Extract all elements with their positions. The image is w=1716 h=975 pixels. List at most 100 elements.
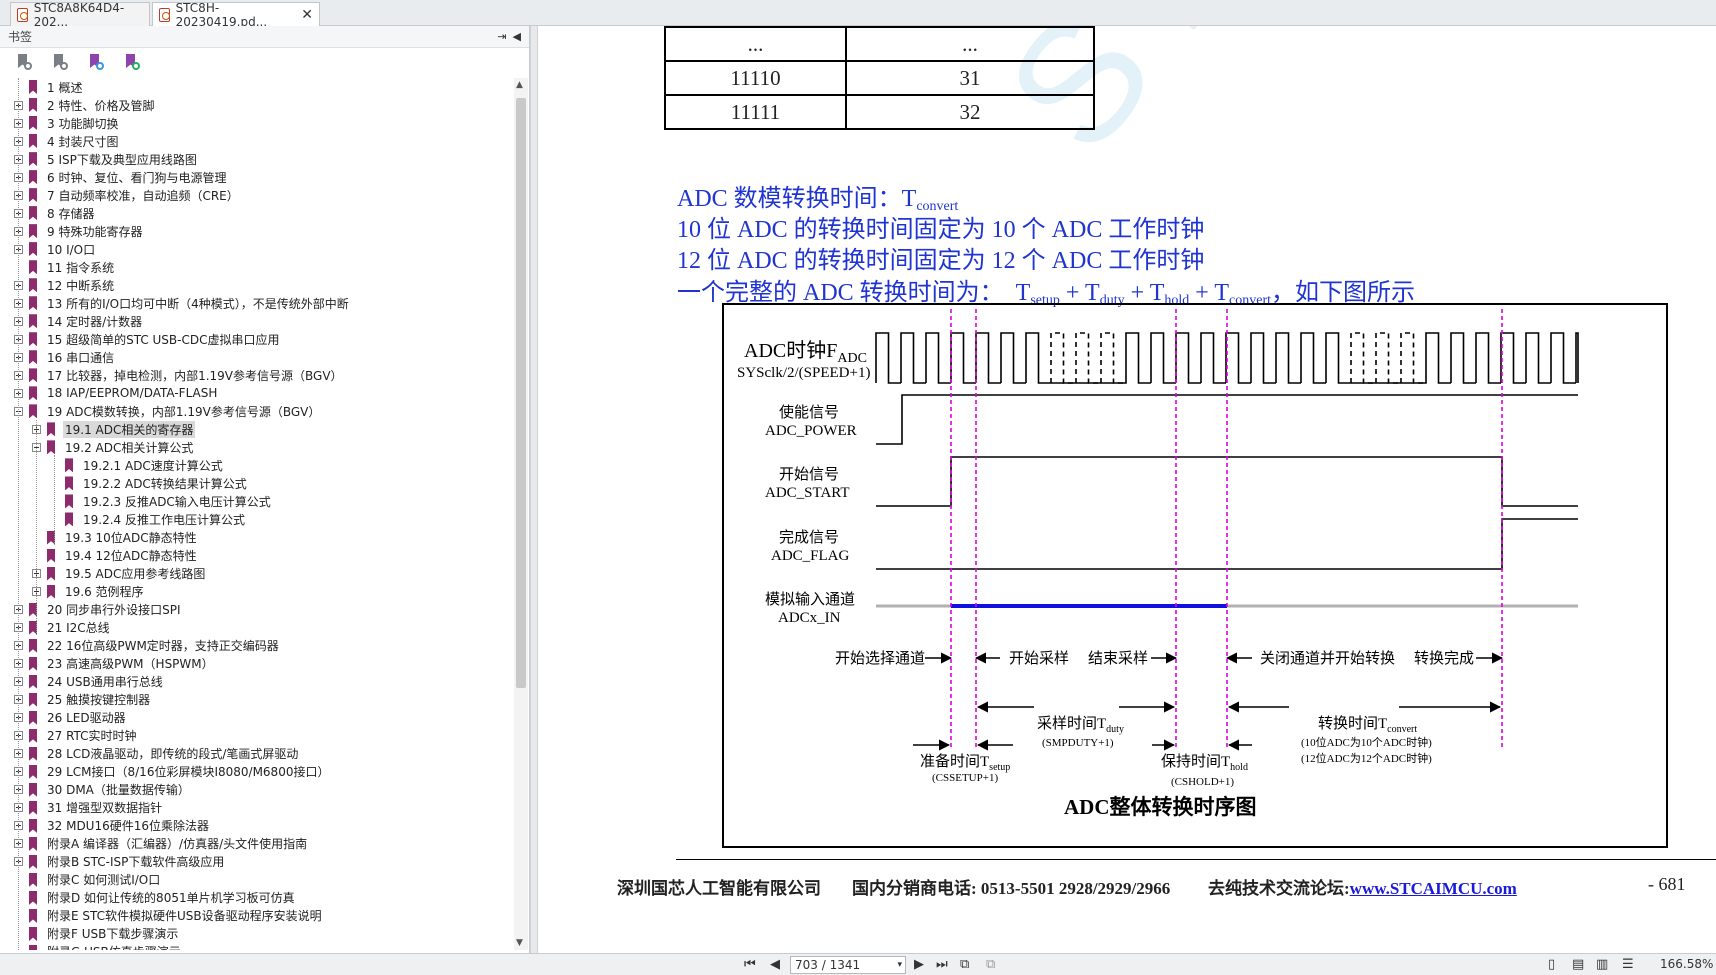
- scroll-up-icon[interactable]: ▲: [516, 80, 523, 90]
- float-panel-icon[interactable]: ⇥: [497, 30, 507, 43]
- bookmark-item[interactable]: 附录A 编译器（汇编器）/仿真器/头文件使用指南: [14, 835, 309, 853]
- bookmark-item[interactable]: 18 IAP/EEPROM/DATA-FLASH: [14, 384, 219, 402]
- bookmark-item[interactable]: 16 串口通信: [14, 348, 116, 366]
- previous-page-icon[interactable]: ◀: [770, 957, 780, 972]
- bookmark-item[interactable]: 3 功能脚切换: [14, 114, 120, 132]
- bookmark-item[interactable]: 32 MDU16硬件16位乘除法器: [14, 817, 211, 835]
- close-tab-icon[interactable]: ✕: [301, 7, 313, 23]
- panel-splitter[interactable]: [530, 26, 538, 953]
- bookmark-item[interactable]: 17 比较器，掉电检测，内部1.19V参考信号源（BGV）: [14, 366, 345, 384]
- bookmark-item[interactable]: 13 所有的I/O口均可中断（4种模式），不是传统外部中断: [14, 294, 351, 312]
- bookmark-item[interactable]: 28 LCD液晶驱动，即传统的段式/笔画式屏驱动: [14, 745, 300, 763]
- pdf-icon: [159, 8, 170, 22]
- bookmark-item[interactable]: 21 I2C总线: [14, 619, 112, 637]
- bookmark-item[interactable]: 12 中断系统: [14, 276, 116, 294]
- last-page-icon[interactable]: ⏭: [936, 957, 948, 972]
- collapse-all-bookmarks-icon[interactable]: [50, 53, 68, 71]
- go-forward-icon[interactable]: ⧉: [986, 957, 996, 972]
- continuous-view-icon[interactable]: ▤: [1572, 957, 1585, 972]
- bookmark-item[interactable]: 31 增强型双数据指针: [14, 799, 164, 817]
- scrollbar-thumb[interactable]: [516, 98, 526, 688]
- bookmark-item[interactable]: 25 触摸按键控制器: [14, 691, 152, 709]
- bookmark-item[interactable]: 2 特性、价格及管脚: [14, 96, 156, 114]
- bookmarks-scrollbar[interactable]: ▲ ▼: [514, 78, 528, 950]
- bookmark-item[interactable]: 19.3 10位ADC静态特性: [32, 529, 199, 547]
- scroll-down-icon[interactable]: ▼: [516, 938, 523, 948]
- bookmark-item[interactable]: 14 定时器/计数器: [14, 312, 144, 330]
- bookmark-item[interactable]: 30 DMA（批量数据传输）: [14, 781, 192, 799]
- bookmark-item[interactable]: 8 存储器: [14, 204, 96, 222]
- single-page-view-icon[interactable]: ▯: [1548, 957, 1556, 972]
- bookmark-item[interactable]: 15 超级简单的STC USB-CDC虚拟串口应用: [14, 330, 281, 348]
- next-page-icon[interactable]: ▶: [914, 957, 924, 972]
- bookmark-item[interactable]: 4 封装尺寸图: [14, 132, 120, 150]
- bookmark-item[interactable]: 1 概述: [14, 78, 84, 96]
- clock-waveform: [875, 332, 1579, 384]
- bookmark-item[interactable]: 19.6 范例程序: [32, 583, 146, 601]
- bookmark-item[interactable]: 6 时钟、复位、看门狗与电源管理: [14, 168, 228, 186]
- bookmark-icon: [29, 728, 37, 743]
- table-row: ... ...: [664, 26, 1095, 62]
- bookmark-icon: [29, 188, 37, 203]
- bookmark-label: 31 增强型双数据指针: [47, 801, 163, 816]
- bookmark-item[interactable]: 23 高速高级PWM（HSPWM）: [14, 655, 216, 673]
- chevron-down-icon[interactable]: ▾: [897, 960, 902, 970]
- bookmark-item[interactable]: 7 自动频率校准，自动追频（CRE）: [14, 186, 241, 204]
- bookmark-item[interactable]: 附录F USB下载步骤演示: [14, 925, 180, 943]
- bookmark-item[interactable]: 20 同步串行外设接口SPI: [14, 601, 182, 619]
- bookmark-item[interactable]: 5 ISP下载及典型应用线路图: [14, 150, 199, 168]
- bookmark-label: 15 超级简单的STC USB-CDC虚拟串口应用: [47, 332, 280, 347]
- bookmark-item[interactable]: 19 ADC模数转换，内部1.19V参考信号源（BGV）: [14, 402, 322, 420]
- facing-view-icon[interactable]: ▥: [1596, 957, 1609, 972]
- bookmark-icon: [47, 566, 55, 581]
- bookmark-item[interactable]: 9 特殊功能寄存器: [14, 222, 144, 240]
- bookmark-item[interactable]: 附录B STC-ISP下载软件高级应用: [14, 853, 226, 871]
- bookmark-label: 10 I/O口: [47, 242, 96, 257]
- bookmark-item[interactable]: 附录D 如何让传统的8051单片机学习板可仿真: [14, 889, 297, 907]
- bookmark-item[interactable]: 22 16位高级PWM定时器，支持正交编码器: [14, 637, 281, 655]
- convert-note-10bit: (10位ADC为10个ADC时钟): [1301, 735, 1432, 749]
- bookmark-item[interactable]: 19.5 ADC应用参考线路图: [32, 565, 207, 583]
- bookmark-item[interactable]: 19.2.4 反推工作电压计算公式: [50, 510, 247, 528]
- bookmark-icon: [29, 620, 37, 635]
- bookmark-label: 19.2.1 ADC速度计算公式: [83, 458, 223, 473]
- go-back-icon[interactable]: ⧉: [960, 957, 970, 972]
- bookmark-item[interactable]: 19.2.3 反推ADC输入电压计算公式: [50, 492, 273, 510]
- bookmark-item[interactable]: 19.2.1 ADC速度计算公式: [50, 456, 225, 474]
- bookmark-icon: [29, 656, 37, 671]
- first-page-icon[interactable]: ⏮: [744, 957, 756, 972]
- bookmark-item[interactable]: 11 指令系统: [14, 258, 116, 276]
- bookmark-label: 19.2 ADC相关计算公式: [65, 440, 194, 455]
- bookmark-item[interactable]: 附录G USB仿真步骤演示: [14, 943, 183, 950]
- bookmark-item[interactable]: 19.1 ADC相关的寄存器: [32, 420, 196, 438]
- bookmark-label: 7 自动频率校准，自动追频（CRE）: [47, 188, 239, 203]
- bookmark-item[interactable]: 19.2.2 ADC转换结果计算公式: [50, 474, 249, 492]
- bookmark-item[interactable]: 19.2 ADC相关计算公式: [32, 438, 195, 456]
- zoom-level[interactable]: 166.58%: [1660, 957, 1714, 971]
- bookmark-item[interactable]: 26 LED驱动器: [14, 709, 128, 727]
- collapse-panel-icon[interactable]: ◀: [512, 30, 521, 43]
- bookmark-icon: [29, 386, 37, 401]
- bookmark-icon: [29, 80, 37, 94]
- find-bookmark-icon[interactable]: [122, 53, 140, 71]
- bookmark-item[interactable]: 24 USB通用串行总线: [14, 673, 165, 691]
- tab-stc8h[interactable]: STC8H-20230419.pd... ✕: [152, 1, 320, 29]
- page-number-input[interactable]: 703 / 1341▾: [790, 956, 906, 974]
- bookmark-icon: [29, 890, 37, 905]
- bookmark-icon: [29, 368, 37, 383]
- bookmark-item[interactable]: 10 I/O口: [14, 240, 97, 258]
- add-bookmark-icon[interactable]: [86, 53, 104, 71]
- tab-stc8a8k[interactable]: STC8A8K64D4-202...: [10, 1, 150, 29]
- start-signal-name: ADC_START: [765, 485, 850, 501]
- bookmark-item[interactable]: 19.4 12位ADC静态特性: [32, 547, 199, 565]
- bookmark-item[interactable]: 附录E STC软件模拟硬件USB设备驱动程序安装说明: [14, 907, 324, 925]
- speed-table: ... ... 11110 31 11111 32: [664, 26, 1095, 130]
- bookmark-item[interactable]: 附录C 如何测试I/O口: [14, 871, 162, 889]
- bookmark-item[interactable]: 27 RTC实时时钟: [14, 727, 139, 745]
- expand-all-bookmarks-icon[interactable]: [14, 53, 32, 71]
- bookmark-icon: [29, 800, 37, 815]
- book-view-icon[interactable]: ☰: [1622, 957, 1634, 972]
- bookmark-item[interactable]: 29 LCM接口（8/16位彩屏模块I8080/M6800接口）: [14, 763, 331, 781]
- forum-link[interactable]: www.STCAIMCU.com: [1349, 879, 1517, 898]
- 12bit-conversion-line: 12 位 ADC 的转换时间固定为 12 个 ADC 工作时钟: [677, 248, 1205, 274]
